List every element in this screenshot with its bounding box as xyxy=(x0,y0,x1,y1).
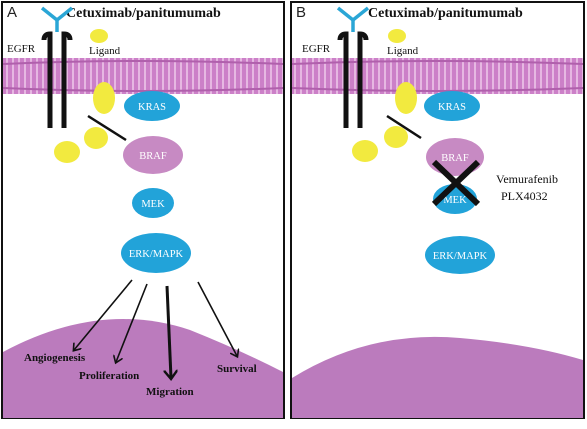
panel-b-erk-label: ERK/MAPK xyxy=(433,251,488,262)
panel-a-erk-label: ERK/MAPK xyxy=(129,249,184,260)
panel-a-mek-label: MEK xyxy=(141,199,165,210)
panel-b-adaptor-top xyxy=(395,82,417,114)
panel-a-adaptor-right xyxy=(84,127,108,149)
panel-b-link-line xyxy=(386,114,422,140)
panel-a-angiogenesis-label: Angiogenesis xyxy=(24,352,86,364)
panel-a-proliferation-label: Proliferation xyxy=(79,370,139,382)
panel-b-drug-name: Vemurafenib xyxy=(496,172,558,186)
panel-a-survival-label: Survival xyxy=(217,363,257,375)
panel-a-arrow-proliferation xyxy=(116,283,148,362)
panel-a-egfr-receptor xyxy=(41,31,73,128)
panel-b-kras-node xyxy=(424,91,480,121)
panel-b-egfr-label: EGFR xyxy=(302,43,331,55)
panel-b-ligand-label: Ligand xyxy=(387,45,419,57)
panel-a-braf-node xyxy=(123,136,183,174)
panel-a-link-line xyxy=(87,114,127,142)
panel-a-adaptor-left xyxy=(54,141,80,163)
panel-b-kras-label: KRAS xyxy=(438,102,466,113)
panel-b-nucleus xyxy=(292,336,583,418)
panel-a: A Cetuximab/panitumumab EGFR Ligand KRAS xyxy=(1,1,285,419)
panel-a-kras-label: KRAS xyxy=(138,102,166,113)
panel-a-letter: A xyxy=(7,4,17,21)
panel-a-ligand-label: Ligand xyxy=(89,45,121,57)
panel-a-antibody-icon xyxy=(40,6,74,32)
panel-b-antibody-icon xyxy=(336,6,370,32)
panel-a-egfr-label: EGFR xyxy=(7,43,36,55)
panel-b: B Cetuximab/panitumumab EGFR Ligand KRAS xyxy=(290,1,585,419)
panel-b-letter: B xyxy=(296,4,306,21)
panel-a-mek-node xyxy=(132,188,174,218)
panel-a-title: Cetuximab/panitumumab xyxy=(66,6,221,21)
panel-a-ligand xyxy=(90,29,108,43)
panel-a-adaptor-top xyxy=(93,82,115,114)
panel-a-arrow-survival xyxy=(197,281,237,356)
panel-b-title: Cetuximab/panitumumab xyxy=(368,6,523,21)
panel-b-drug-code: PLX4032 xyxy=(501,189,548,203)
panel-a-migration-label: Migration xyxy=(146,386,194,398)
panel-a-arrow-angiogenesis xyxy=(74,279,133,350)
panel-b-braf-label: BRAF xyxy=(441,153,469,164)
panel-b-adaptor-left xyxy=(352,140,378,162)
panel-b-inhibition-cross-icon xyxy=(431,159,481,207)
panel-a-arrow-migration xyxy=(167,285,171,378)
panel-b-membrane xyxy=(292,58,583,94)
panel-b-ligand xyxy=(388,29,406,43)
panel-b-mek-label: MEK xyxy=(443,195,467,206)
panel-b-egfr-receptor xyxy=(337,31,369,128)
panel-b-erk-node xyxy=(425,236,495,274)
panel-a-kras-node xyxy=(124,91,180,121)
panel-b-adaptor-right xyxy=(384,126,408,148)
panel-a-erk-node xyxy=(121,233,191,273)
panel-a-braf-label: BRAF xyxy=(139,151,167,162)
